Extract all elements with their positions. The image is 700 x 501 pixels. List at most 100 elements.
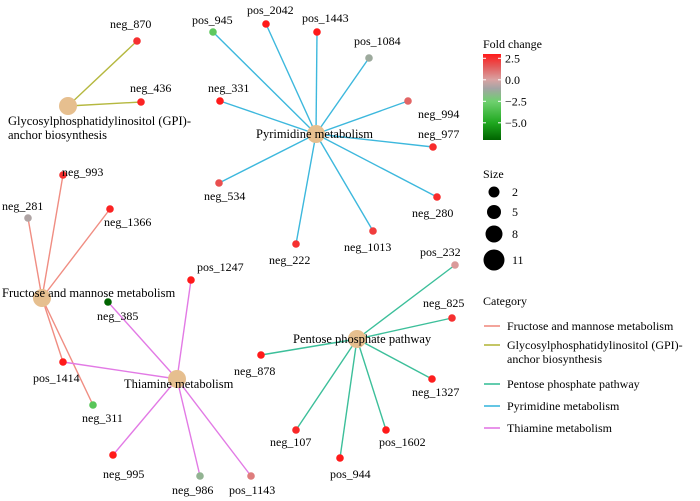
edge-pen-neg_825 xyxy=(356,317,453,340)
gene-node-pos_1143[interactable] xyxy=(247,472,255,480)
gene-label-neg_311: neg_311 xyxy=(82,411,123,425)
gene-node-pos_944[interactable] xyxy=(336,454,344,462)
gene-label-neg_1327: neg_1327 xyxy=(412,385,459,399)
gene-node-pos_2042[interactable] xyxy=(262,20,270,28)
hub-label-line: anchor biosynthesis xyxy=(8,128,107,142)
gene-node-neg_878[interactable] xyxy=(257,351,265,359)
fold-tick-label: −5.0 xyxy=(505,116,527,130)
legend-category-items: Fructose and mannose metabolismGlycosylp… xyxy=(484,319,683,435)
gene-node-neg_281[interactable] xyxy=(24,214,32,222)
category-legend-label-line: Fructose and mannose metabolism xyxy=(507,319,674,333)
gene-node-neg_107[interactable] xyxy=(292,426,300,434)
gene-node-neg_534[interactable] xyxy=(215,179,223,187)
gene-node-neg_986[interactable] xyxy=(196,472,204,480)
edge-pyr-pos_1443 xyxy=(315,31,318,135)
edge-pyr-neg_1013 xyxy=(315,133,374,232)
hub-label-line: Fructose and mannose metabolism xyxy=(2,286,176,300)
edge-thi-pos_1247 xyxy=(176,279,192,380)
edge-thi-neg_986 xyxy=(176,378,201,477)
gene-node-neg_993[interactable] xyxy=(59,171,67,179)
category-legend-label: Glycosylphosphatidylinositol (GPI)-ancho… xyxy=(507,338,683,366)
size-legend-dot xyxy=(487,205,501,219)
gene-label-neg_878: neg_878 xyxy=(234,364,275,378)
gene-label-neg_222: neg_222 xyxy=(269,253,310,267)
legend-fold-change-colorbar xyxy=(483,54,501,140)
gene-node-neg_385[interactable] xyxy=(104,298,112,306)
fold-tick-label: 0.0 xyxy=(505,73,520,87)
edge-gpi-neg_436 xyxy=(67,101,142,107)
gene-node-pos_1247[interactable] xyxy=(187,276,195,284)
size-legend-dot xyxy=(483,249,505,271)
gene-node-neg_222[interactable] xyxy=(292,240,300,248)
size-legend-dot xyxy=(485,225,503,243)
gene-label-neg_385: neg_385 xyxy=(97,309,138,323)
hub-node-pyr[interactable] xyxy=(307,125,325,143)
labels-layer: Glycosylphosphatidylinositol (GPI)-ancho… xyxy=(2,3,464,497)
category-legend-label-line: Thiamine metabolism xyxy=(507,421,613,435)
gene-label-neg_986: neg_986 xyxy=(172,483,213,497)
gene-label-pos_944: pos_944 xyxy=(330,467,371,481)
hub-label-pyr: Pyrimidine metabolism xyxy=(256,127,373,141)
gene-label-pos_1414: pos_1414 xyxy=(33,371,80,385)
gene-node-neg_825[interactable] xyxy=(448,314,456,322)
gene-label-pos_232: pos_232 xyxy=(420,245,461,259)
hub-label-line: Thiamine metabolism xyxy=(124,377,234,391)
gene-node-neg_994[interactable] xyxy=(404,97,412,105)
gene-node-pos_1414[interactable] xyxy=(59,358,67,366)
gene-node-neg_995[interactable] xyxy=(109,451,117,459)
edge-pyr-pos_2042 xyxy=(265,23,317,135)
size-legend-label: 2 xyxy=(512,185,518,199)
category-legend-label: Pyrimidine metabolism xyxy=(507,399,620,413)
gene-node-pos_945[interactable] xyxy=(209,28,217,36)
gene-label-neg_1366: neg_1366 xyxy=(104,215,151,229)
fold-tick-label: −2.5 xyxy=(505,94,527,108)
gene-label-pos_1602: pos_1602 xyxy=(379,435,426,449)
edge-pyr-pos_945 xyxy=(212,31,317,135)
gene-label-neg_995: neg_995 xyxy=(103,467,144,481)
legend-category: Category Fructose and mannose metabolism… xyxy=(483,294,683,435)
gene-label-pos_1247: pos_1247 xyxy=(197,260,244,274)
gene-node-neg_331[interactable] xyxy=(216,97,224,105)
edge-thi-pos_1414 xyxy=(62,361,178,380)
edge-pen-neg_1327 xyxy=(356,338,433,380)
gene-node-neg_436[interactable] xyxy=(137,98,145,106)
edge-thi-neg_995 xyxy=(112,378,178,456)
edge-pyr-neg_331 xyxy=(219,100,317,135)
edge-fru-neg_311 xyxy=(41,297,94,406)
category-legend-label-line: Glycosylphosphatidylinositol (GPI)- xyxy=(507,338,683,352)
edge-pen-pos_232 xyxy=(356,264,456,340)
size-legend-label: 8 xyxy=(512,227,518,241)
gene-node-neg_870[interactable] xyxy=(133,37,141,45)
category-legend-label: Fructose and mannose metabolism xyxy=(507,319,674,333)
edge-gpi-neg_870 xyxy=(67,40,138,107)
edge-pyr-neg_280 xyxy=(315,133,438,198)
gene-label-neg_994: neg_994 xyxy=(418,107,459,121)
gene-label-neg_825: neg_825 xyxy=(423,296,464,310)
gene-label-pos_1143: pos_1143 xyxy=(229,483,275,497)
gene-label-neg_1013: neg_1013 xyxy=(344,240,391,254)
gene-node-pos_1443[interactable] xyxy=(313,28,321,36)
gene-node-neg_1366[interactable] xyxy=(106,205,114,213)
hubs-layer xyxy=(33,97,366,388)
hub-node-pen[interactable] xyxy=(348,330,366,348)
legend-category-title: Category xyxy=(483,294,527,308)
hub-label-line: Glycosylphosphatidylinositol (GPI)- xyxy=(8,114,191,128)
edge-fru-pos_1414 xyxy=(41,297,64,363)
gene-node-neg_1013[interactable] xyxy=(369,227,377,235)
hub-node-gpi[interactable] xyxy=(59,97,77,115)
hub-node-thi[interactable] xyxy=(168,370,186,388)
gene-label-neg_870: neg_870 xyxy=(110,17,151,31)
gene-node-pos_1602[interactable] xyxy=(382,426,390,434)
gene-node-pos_232[interactable] xyxy=(451,261,459,269)
gene-node-neg_280[interactable] xyxy=(433,193,441,201)
edge-fru-neg_281 xyxy=(27,217,43,299)
gene-node-neg_977[interactable] xyxy=(429,143,437,151)
hub-node-fru[interactable] xyxy=(33,289,51,307)
gene-node-pos_1084[interactable] xyxy=(365,54,373,62)
gene-node-neg_1327[interactable] xyxy=(428,375,436,383)
legend-size-title: Size xyxy=(483,167,504,181)
gene-node-neg_311[interactable] xyxy=(89,401,97,409)
